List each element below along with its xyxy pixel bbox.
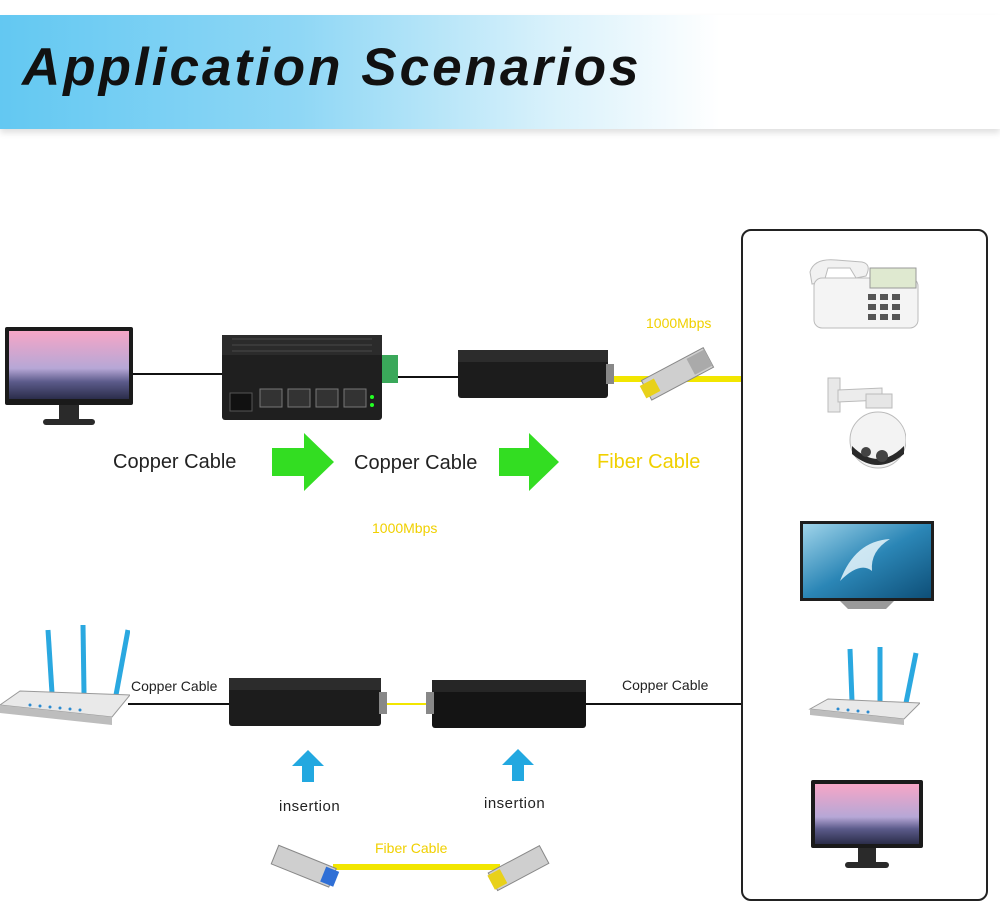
media-converter-icon bbox=[426, 680, 586, 730]
tv-icon bbox=[800, 521, 934, 609]
speed-label-bottom: 1000Mbps bbox=[372, 520, 438, 536]
router-icon bbox=[0, 625, 130, 730]
blue-arrow-up-icon bbox=[502, 749, 534, 781]
sfp-module-icon bbox=[634, 341, 722, 413]
blue-arrow-up-icon bbox=[292, 750, 324, 782]
green-arrow-icon bbox=[499, 433, 559, 491]
green-arrow-icon bbox=[272, 433, 334, 491]
sfp-module-icon bbox=[486, 838, 552, 900]
telephone-icon bbox=[806, 256, 920, 330]
insertion-label-right: insertion bbox=[484, 795, 546, 812]
media-converter-icon bbox=[229, 678, 387, 728]
monitor-icon bbox=[811, 780, 923, 870]
fiber-cable-label-bottom: Fiber Cable bbox=[375, 840, 448, 856]
monitor-icon bbox=[5, 327, 133, 429]
copper-cable-label-2: Copper Cable bbox=[354, 452, 478, 474]
copper-cable-label-left: Copper Cable bbox=[131, 678, 218, 694]
header-banner: Application Scenarios bbox=[0, 15, 1000, 129]
copper-cable-label-right: Copper Cable bbox=[622, 677, 709, 693]
page-title: Application Scenarios bbox=[22, 38, 642, 97]
media-converter-icon bbox=[458, 350, 614, 400]
sfp-module-icon bbox=[268, 838, 348, 900]
ip-camera-icon bbox=[826, 376, 906, 472]
router-icon bbox=[808, 645, 920, 729]
fiber-cable-label-top: Fiber Cable bbox=[597, 451, 701, 473]
copper-cable-label-1: Copper Cable bbox=[113, 451, 237, 473]
insertion-label-left: insertion bbox=[279, 798, 341, 815]
switch-icon bbox=[222, 335, 398, 420]
speed-label-top: 1000Mbps bbox=[646, 315, 712, 331]
